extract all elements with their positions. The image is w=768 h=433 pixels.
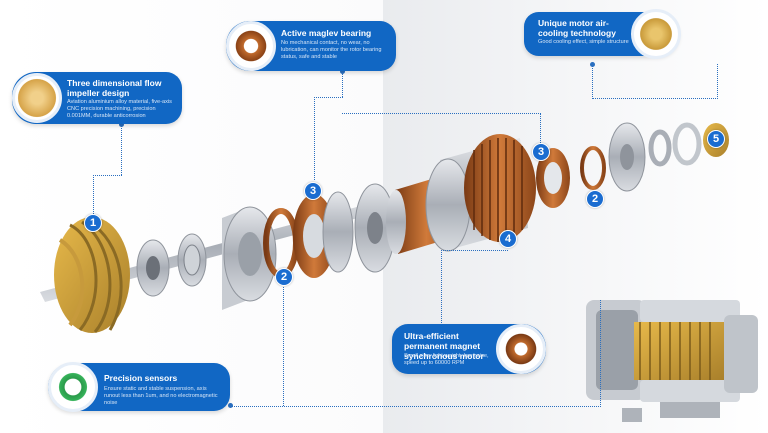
- motor-stator: [425, 134, 536, 252]
- callout-impeller: Three dimensional flow impeller design A…: [12, 72, 182, 124]
- connector-sensors: [230, 300, 601, 407]
- callout-title: Active maglev bearing: [281, 28, 372, 38]
- connector-cooling: [592, 64, 718, 99]
- badge-2-left: 2: [275, 268, 293, 286]
- callout-cooling: Unique motor air-cooling technology Good…: [524, 9, 681, 59]
- badge-5: 5: [707, 130, 725, 148]
- badge-3-left: 3: [304, 182, 322, 200]
- callout-title: Three dimensional flow impeller design: [67, 78, 162, 98]
- connector-impeller: [93, 175, 122, 216]
- callout-bearing: Active maglev bearing No mechanical cont…: [226, 21, 396, 71]
- connector-dot: [590, 62, 595, 67]
- housing-disk-right: [608, 122, 646, 192]
- callout-title: Ultra-efficient permanent magnet synchro…: [404, 331, 484, 361]
- stator-coil-icon: [226, 21, 276, 71]
- connector-dot: [340, 69, 345, 74]
- callout-desc: Small size, light weight, low noise, spe…: [404, 353, 489, 366]
- connector-motor: [441, 250, 508, 331]
- impeller-icon: [12, 73, 62, 123]
- badge-3-right: 3: [532, 143, 550, 161]
- connector-bearing-top: [342, 72, 343, 97]
- connector-dot: [228, 403, 233, 408]
- motor-stator-icon: [496, 324, 546, 374]
- badge-1: 1: [84, 214, 102, 232]
- connector-sensors-2: [283, 283, 284, 406]
- badge-4: 4: [499, 230, 517, 248]
- connector-bearing-right: [342, 113, 541, 147]
- fan-icon: [631, 9, 681, 59]
- assembled-compressor: [586, 300, 758, 422]
- connector-dot: [119, 122, 124, 127]
- connector-bearing: [314, 97, 343, 180]
- bearing-ring-right-1: [648, 129, 672, 167]
- maglev-bearing-left: [293, 191, 354, 278]
- sensor-ring-icon: [48, 362, 98, 412]
- maglev-bearing-right: [536, 148, 570, 208]
- callout-title: Precision sensors: [104, 373, 178, 383]
- connector-impeller-v: [121, 124, 122, 175]
- housing-disk-left: [222, 206, 277, 310]
- callout-desc: Aviation aluminium alloy material, five-…: [67, 99, 172, 119]
- callout-desc: Ensure static and stable suspension, axi…: [104, 386, 218, 406]
- callout-motor: Ultra-efficient permanent magnet synchro…: [392, 324, 546, 374]
- callout-title: Unique motor air-cooling technology: [538, 18, 616, 38]
- callout-desc: No mechanical contact, no wear, no lubri…: [281, 40, 382, 60]
- callout-sensors: Precision sensors Ensure static and stab…: [48, 362, 230, 412]
- badge-2-mid: 2: [586, 190, 604, 208]
- sensor-ring-right: [580, 146, 606, 190]
- bearing-ring-medium: [177, 233, 207, 287]
- callout-desc: Good cooling effect, simple structure: [538, 39, 629, 45]
- impeller-part: [54, 217, 130, 333]
- bearing-ring-right-2: [672, 122, 702, 166]
- bearing-ring-small: [136, 239, 170, 297]
